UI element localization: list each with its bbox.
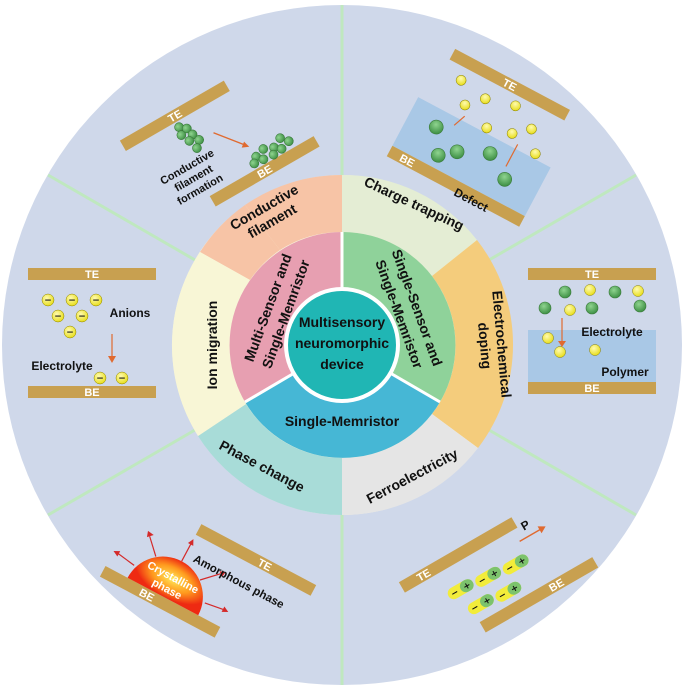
charge-trapping-segment[interactable] [342,174,477,276]
svg-text:+: + [489,568,501,580]
ct-electrons [455,75,541,160]
im-te-label: TE [85,269,99,281]
ct-trapped-charges [428,119,513,187]
pc-crystalline-region [127,556,203,616]
ferroelectricity-segment[interactable] [342,414,478,516]
im-electrolyte-label: Electrolyte [31,359,93,373]
svg-text:+: + [461,580,473,592]
svg-text:−: − [118,374,126,384]
ed-dopants [538,285,647,315]
im-anions: − − − − − − − − [41,293,129,385]
svg-text:−: − [96,374,104,384]
svg-text:+: + [509,583,521,595]
svg-text:+: + [516,556,528,568]
ed-te-label: TE [585,269,599,281]
im-anions-label: Anions [110,306,151,320]
mechanism-ring [171,174,514,516]
ct-te-label: TE [500,77,518,94]
svg-text:−: − [54,312,62,322]
pc-te-label: TE [255,557,273,574]
center-line-2: neuromorphic [295,335,389,351]
svg-text:−: − [504,563,516,575]
fe-dipoles: −+ −+ −+ −+ −+ [447,554,529,615]
panel-charge-trapping: TE BE Defect [386,48,570,227]
electrochemical-doping-label-2: doping [475,322,495,370]
electrochemical-doping-segment[interactable] [432,240,514,448]
panel-electrochemical-doping: TE BE Electrolyte Polymer [528,268,656,395]
svg-text:−: − [470,602,482,614]
cf-filament-particles [174,122,294,169]
svg-text:−: − [68,296,76,306]
svg-text:−: − [497,590,509,602]
ed-electrolyte-label: Electrolyte [581,325,643,339]
ed-polymer-label: Polymer [601,365,649,379]
single-memristor-label: Single-Memristor [285,413,400,429]
center-line-3: device [320,356,364,372]
im-be-label: BE [84,387,99,399]
svg-text:−: − [66,328,74,338]
svg-text:−: − [78,312,86,322]
phase-change-segment[interactable] [198,404,342,516]
ion-migration-segment[interactable] [171,252,250,436]
center-line-1: Multisensory [299,314,386,330]
svg-text:−: − [449,587,461,599]
svg-text:−: − [477,575,489,587]
svg-text:−: − [92,296,100,306]
svg-text:−: − [44,296,52,306]
ed-anions [542,284,644,358]
panel-ion-migration: TE BE − − − − − − − − Anions Electrolyte [28,268,156,399]
svg-text:+: + [482,595,494,607]
ed-be-label: BE [584,383,599,395]
conductive-filament-segment[interactable] [245,174,342,250]
ion-migration-label: Ion migration [204,301,220,390]
